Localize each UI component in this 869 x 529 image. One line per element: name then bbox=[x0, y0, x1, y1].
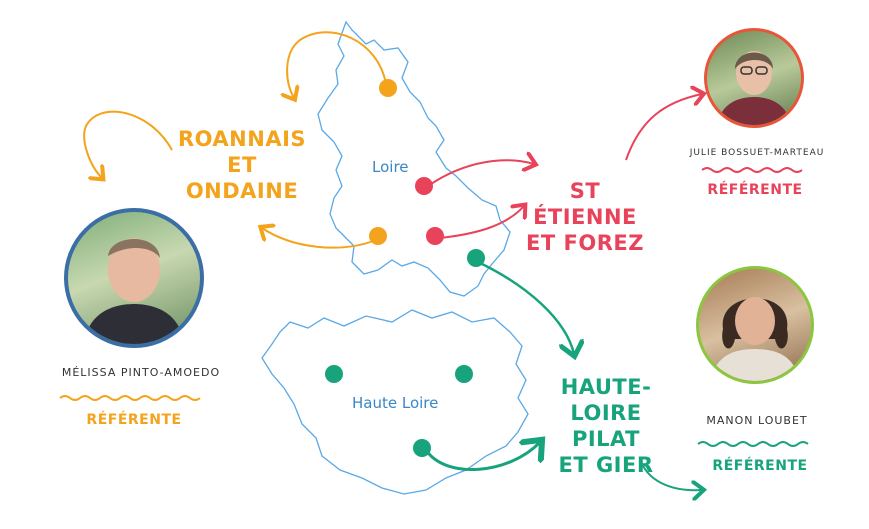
underline-wave-manon bbox=[697, 441, 809, 447]
region-roannais-line2: ET ONDAINE bbox=[185, 153, 299, 203]
point-hauteloire-4 bbox=[413, 439, 431, 457]
referent-name-manon: Manon Loubet bbox=[706, 414, 808, 427]
referent-role-melissa: RÉFÉRENTE bbox=[86, 412, 182, 428]
point-hauteloire-3 bbox=[455, 365, 473, 383]
region-roannais-line1: ROANNAIS bbox=[177, 127, 307, 151]
point-hauteloire-1 bbox=[467, 249, 485, 267]
arrow-roannais-north bbox=[287, 31, 387, 98]
region-haute-loire-line2: PILAT bbox=[571, 427, 641, 451]
region-roannais: ROANNAIS ET ONDAINE bbox=[172, 126, 312, 204]
point-roannais-1 bbox=[379, 79, 397, 97]
arrow-stetienne-1 bbox=[427, 160, 534, 187]
person-silhouette-icon bbox=[711, 297, 799, 381]
point-hauteloire-2 bbox=[325, 365, 343, 383]
region-st-etienne-line2: ET FOREZ bbox=[526, 231, 644, 255]
referent-name-julie: Julie Bossuet-Marteau bbox=[689, 148, 825, 158]
region-haute-loire-line1: HAUTE-LOIRE bbox=[560, 375, 652, 425]
region-haute-loire: HAUTE-LOIRE PILAT ET GIER bbox=[536, 374, 676, 478]
point-roannais-2 bbox=[369, 227, 387, 245]
map-label-loire: Loire bbox=[372, 158, 409, 176]
avatar-manon bbox=[696, 266, 814, 384]
region-st-etienne: ST ÉTIENNE ET FOREZ bbox=[520, 178, 650, 256]
region-st-etienne-line1: ST ÉTIENNE bbox=[533, 179, 637, 229]
avatar-julie bbox=[704, 28, 804, 128]
arrow-hauteloire-to-person bbox=[639, 457, 702, 490]
person-silhouette-icon bbox=[84, 238, 184, 344]
arrow-roannais-to-person bbox=[83, 110, 173, 178]
map-label-haute-loire: Haute Loire bbox=[352, 394, 439, 412]
avatar-melissa bbox=[64, 208, 204, 348]
arrow-roannais-south bbox=[262, 228, 377, 249]
arrow-hauteloire-2 bbox=[424, 442, 540, 472]
loire-outline bbox=[317, 20, 511, 297]
referent-name-melissa: Mélissa Pinto-Amoedo bbox=[61, 366, 221, 379]
referent-role-manon: RÉFÉRENTE bbox=[712, 458, 808, 474]
underline-wave-melissa bbox=[59, 395, 201, 401]
person-silhouette-icon bbox=[717, 51, 791, 125]
arrow-hauteloire-1 bbox=[477, 260, 574, 354]
arrow-stetienne-to-person bbox=[625, 94, 702, 161]
underline-wave-julie bbox=[701, 167, 803, 173]
point-stetienne-1 bbox=[415, 177, 433, 195]
region-haute-loire-line3: ET GIER bbox=[558, 453, 654, 477]
haute-loire-outline bbox=[261, 309, 529, 495]
point-stetienne-2 bbox=[426, 227, 444, 245]
arrow-stetienne-2 bbox=[439, 206, 524, 239]
referent-role-julie: RÉFÉRENTE bbox=[707, 182, 803, 198]
